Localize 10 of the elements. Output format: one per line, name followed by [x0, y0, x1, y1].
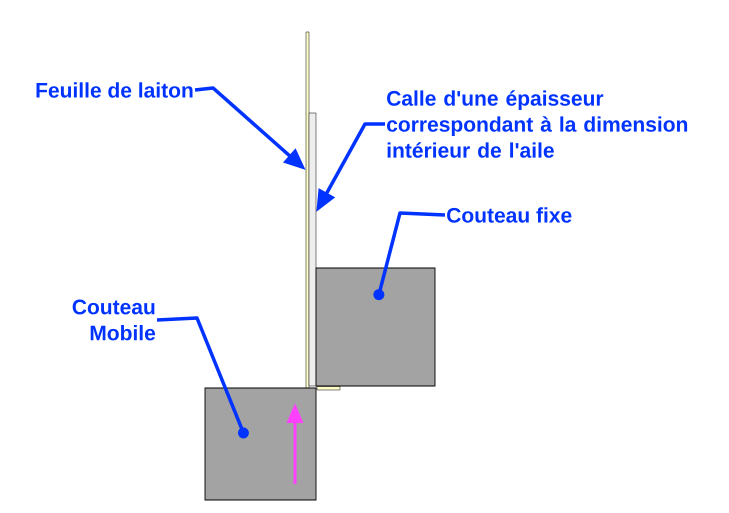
callout-label: Feuille de laiton: [36, 82, 192, 98]
knife-block: [316, 268, 436, 386]
callout-label: Calle d'une épaisseur correspondant à la dimension intérieur de l'aile: [387, 90, 688, 158]
callout-label: Couteau fixe: [447, 207, 572, 223]
leader-line: [373, 211, 446, 300]
plate-drawing: [308, 112, 316, 386]
plate-drawing: [306, 32, 310, 388]
callout-label: Couteau Mobile: [72, 300, 156, 340]
knife-block: [204, 388, 316, 500]
leader-line: [156, 316, 249, 438]
